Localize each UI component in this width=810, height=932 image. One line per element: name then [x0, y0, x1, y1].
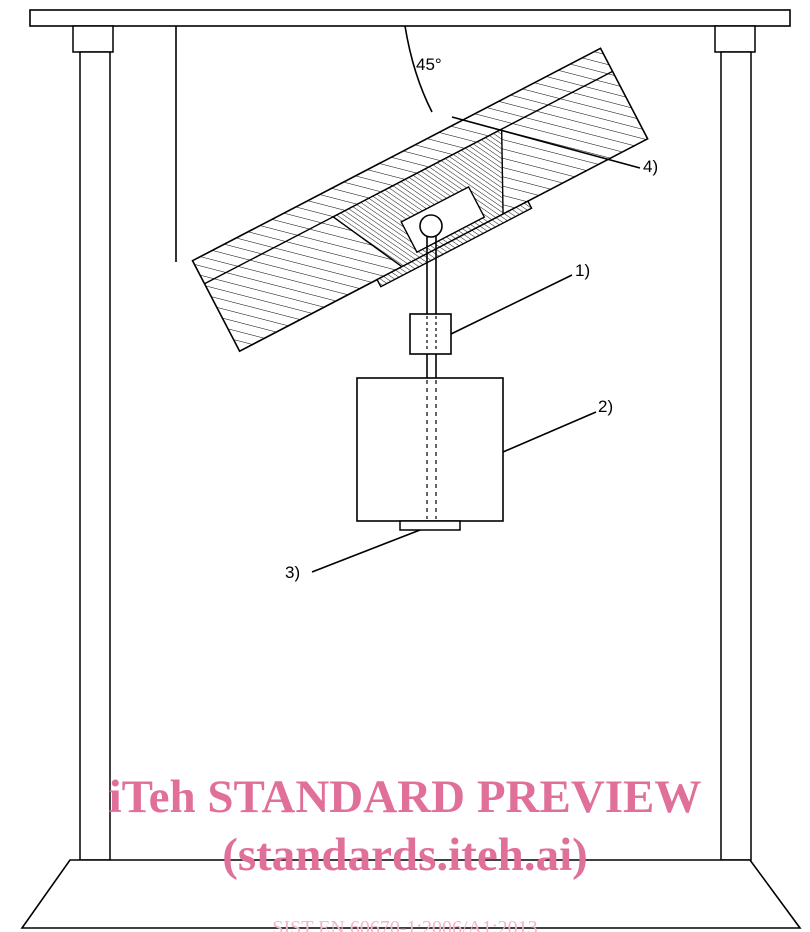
coupling-sleeve [409, 313, 452, 355]
frame-left-post [72, 25, 114, 861]
callout-leader-1 [450, 274, 573, 335]
ball-joint [419, 214, 443, 238]
callout-label-3: 3) [285, 563, 300, 582]
specimen-assembly [191, 47, 649, 353]
callout-leader-3 [311, 529, 421, 573]
angle-label: 45° [416, 55, 442, 74]
callout-label-1: 1) [575, 261, 590, 280]
insert-opening [400, 185, 486, 254]
frame-base [20, 859, 802, 929]
angle-arc [404, 25, 433, 113]
suspension-rod [426, 236, 437, 314]
frame-right-post [714, 25, 756, 861]
callout-label-4: 4) [643, 157, 658, 176]
retaining-nut [399, 520, 461, 531]
watermark-subtitle: (standards.iteh.ai) [222, 829, 588, 881]
watermark-standard-number: SIST EN 60670-1:2006/A1:2013 [272, 917, 537, 932]
callout-leader-4 [451, 116, 641, 169]
callout-label-2: 2) [598, 397, 613, 416]
frame-top-beam [29, 9, 791, 27]
callout-leader-2 [502, 411, 597, 453]
watermark-title: iTeh STANDARD PREVIEW [109, 771, 702, 823]
test-weight [356, 377, 504, 522]
